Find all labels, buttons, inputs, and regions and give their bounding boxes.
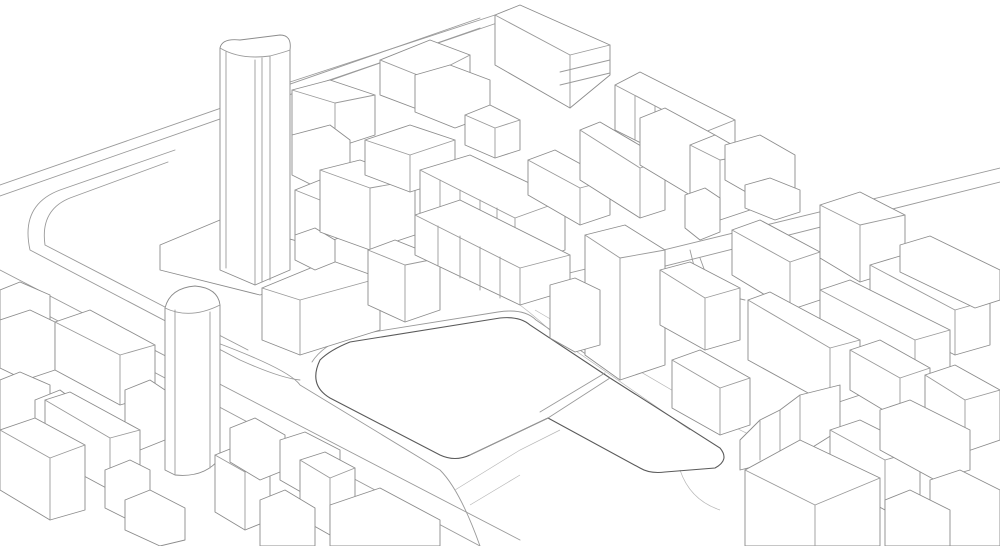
building-blocks	[0, 4, 1000, 546]
round-tower	[164, 285, 221, 476]
tall-tower	[159, 34, 331, 296]
central-plaza	[311, 310, 725, 474]
